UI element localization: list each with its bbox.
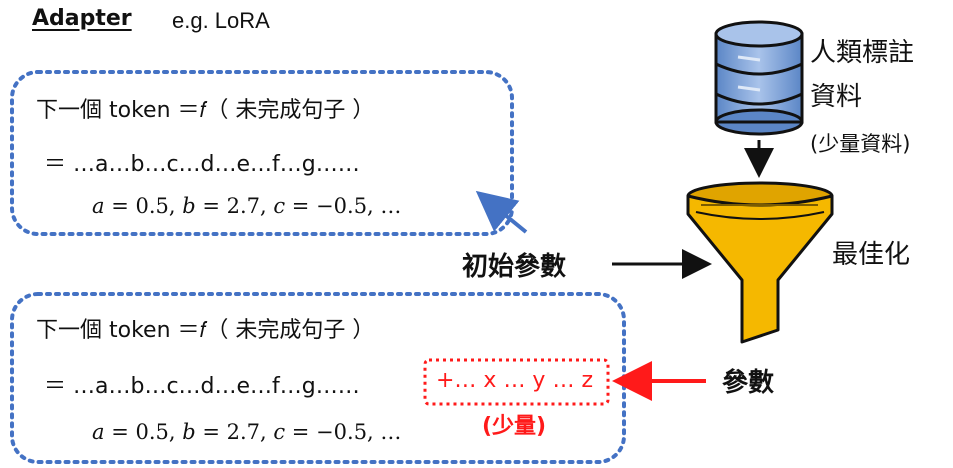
- subtitle: e.g. LoRA: [172, 8, 270, 33]
- top-formula-line: 下一個 token ＝𝑓（ 未完成句子 ）: [36, 98, 375, 123]
- db-label-line3: (少量資料): [810, 132, 911, 156]
- funnel-label: 最佳化: [832, 240, 911, 270]
- bottom-param-values: 𝑎 = 0.5, 𝑏 = 2.7, 𝑐 = −0.5, …: [92, 420, 402, 444]
- params-label: 參數: [722, 368, 775, 398]
- extra-params-note: (少量): [482, 414, 547, 439]
- extra-params-box: [423, 358, 610, 406]
- blue-arrow: [475, 190, 528, 234]
- top-param-values: 𝑎 = 0.5, 𝑏 = 2.7, 𝑐 = −0.5, …: [92, 194, 402, 218]
- db-label-line2: 資料: [810, 82, 863, 112]
- initial-params-label: 初始參數: [462, 252, 567, 282]
- top-expansion-line: ＝ …a…b…c…d…e…f…g……: [44, 152, 360, 177]
- bottom-expansion-line: ＝ …a…b…c…d…e…f…g……: [44, 374, 360, 399]
- db-label-line1: 人類標註: [810, 38, 915, 68]
- extra-params: +… x … y … z: [436, 368, 593, 393]
- bottom-formula-line: 下一個 token ＝𝑓（ 未完成句子 ）: [36, 318, 375, 343]
- database-icon: [714, 20, 804, 136]
- top-dotted-box: [10, 70, 514, 236]
- title: Adapter: [32, 6, 132, 31]
- funnel-icon: [686, 181, 834, 344]
